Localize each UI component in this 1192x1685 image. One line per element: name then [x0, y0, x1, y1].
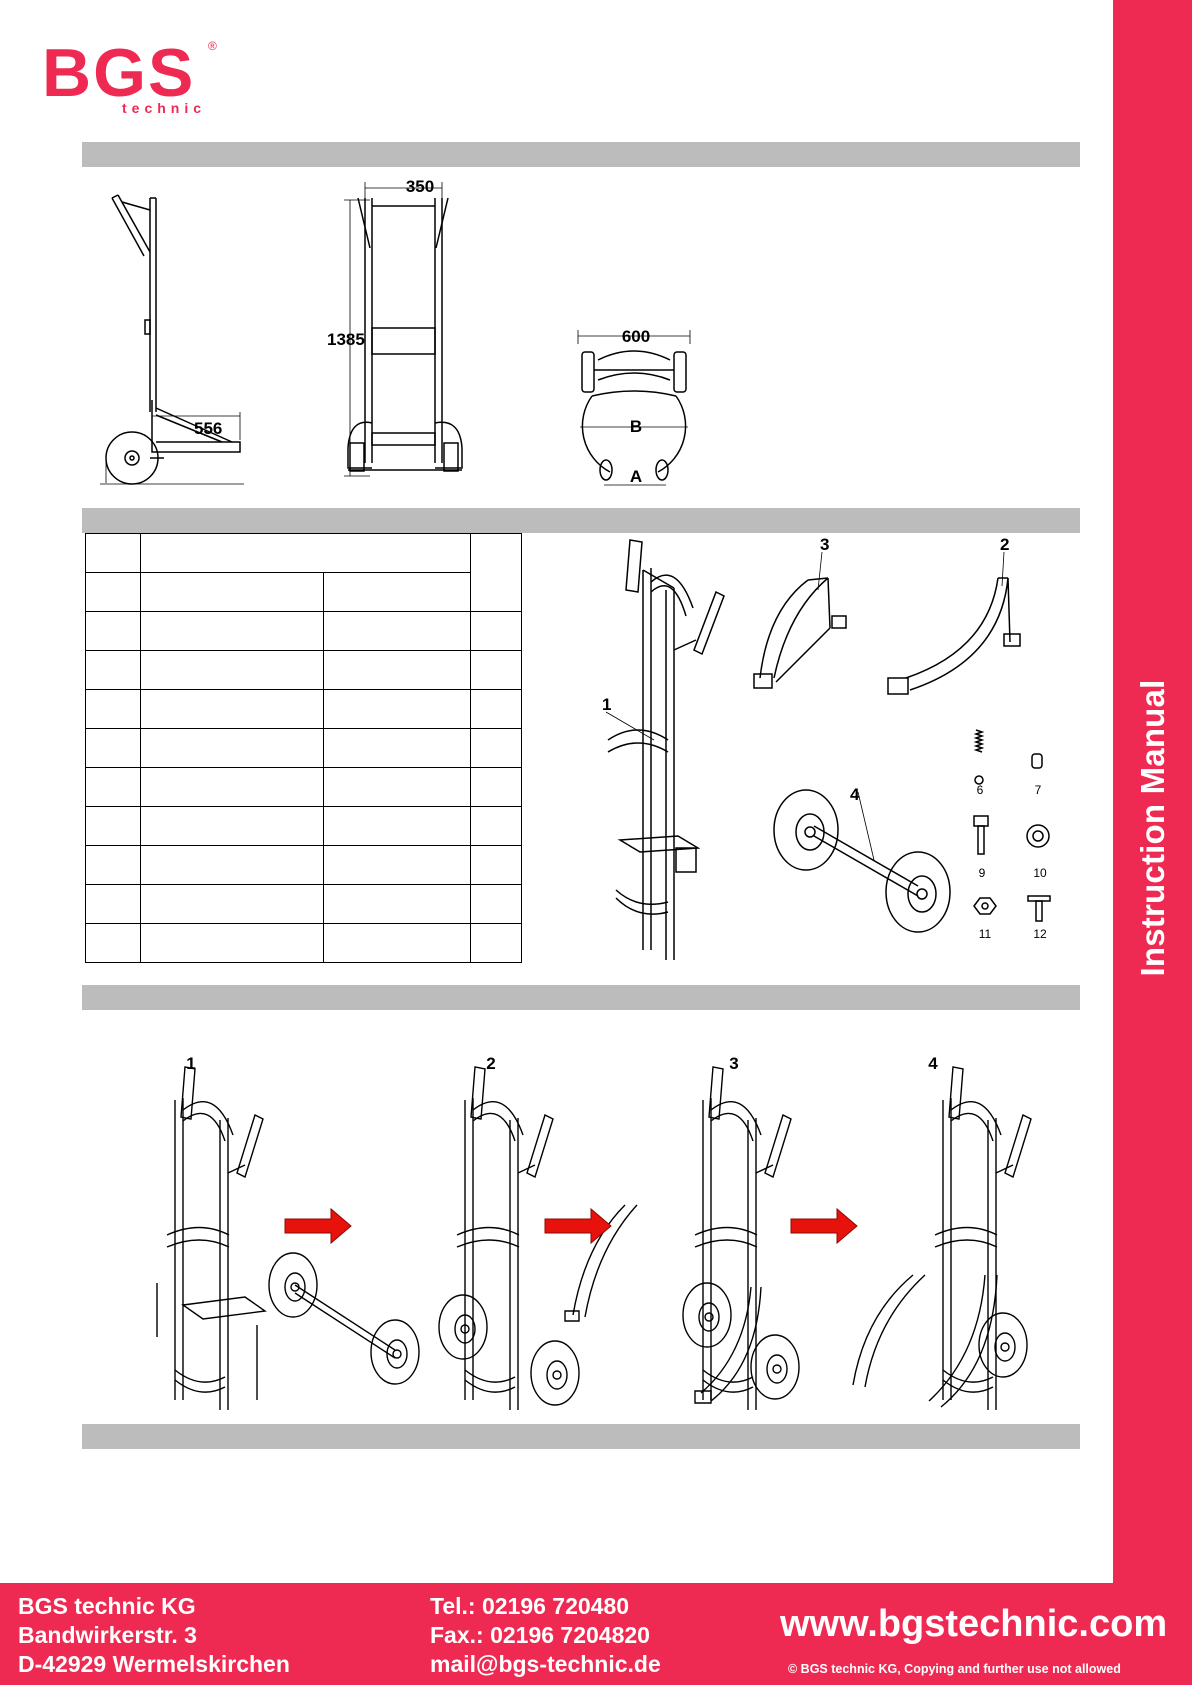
- section-bar-dimensions: [82, 142, 1080, 167]
- footer: [0, 1583, 1192, 1685]
- bgs-logo: BGS technic ®: [42, 36, 217, 116]
- dimension-label-b: B: [630, 417, 642, 436]
- section-bar-parts: [82, 508, 1080, 533]
- callout-3: 3: [820, 535, 829, 554]
- part-number-9: 9: [979, 866, 986, 880]
- sidebar-title: Instruction Manual: [1134, 679, 1171, 977]
- callout-1: 1: [602, 695, 611, 714]
- table-cell: [323, 572, 471, 612]
- footer-street: Bandwirkerstr. 3: [18, 1622, 197, 1648]
- footer-company: BGS technic KG: [18, 1593, 196, 1619]
- step-number-3: 3: [729, 1055, 738, 1073]
- table-row: [85, 923, 522, 963]
- part-number-12: 12: [1033, 927, 1047, 941]
- table-row: [85, 650, 522, 690]
- table-cell: [140, 533, 471, 573]
- table-row: [85, 845, 522, 885]
- parts-table: [85, 533, 522, 963]
- section-bar-assembly: [82, 985, 1080, 1010]
- table-row: [85, 689, 522, 729]
- footer-tel: Tel.: 02196 720480: [430, 1593, 630, 1619]
- dimension-wheel-track: 600: [622, 327, 650, 346]
- table-cell: [85, 533, 141, 573]
- step-number-4: 4: [928, 1055, 938, 1073]
- dimension-side-view: 556: [92, 190, 262, 490]
- dimension-height: 1385: [327, 330, 365, 349]
- part-number-6: 6: [977, 783, 984, 797]
- table-row: [85, 728, 522, 768]
- right-arrow-icon: [285, 1209, 351, 1243]
- exploded-parts-view: 1 2 3 4 6 7 9 10 11 12: [602, 535, 1078, 970]
- step-number-2: 2: [486, 1055, 495, 1073]
- table-row: [85, 806, 522, 846]
- footer-website-link[interactable]: www.bgstechnic.com: [780, 1603, 1168, 1645]
- footer-copyright: © BGS technic KG, Copying and further us…: [788, 1662, 1121, 1676]
- section-bar-notes: [82, 1424, 1080, 1449]
- table-cell: [470, 533, 522, 612]
- right-arrow-icon: [545, 1209, 611, 1243]
- logo-registered: ®: [208, 39, 217, 53]
- callout-4: 4: [850, 785, 860, 804]
- table-row: [85, 611, 522, 651]
- right-arrow-icon: [791, 1209, 857, 1243]
- assembly-steps: 1 2 3 4: [145, 1055, 1032, 1410]
- dimension-top-view: 600 B A: [570, 327, 700, 486]
- table-header-row: [85, 533, 522, 612]
- dimension-front-view: 350 1385: [327, 178, 510, 490]
- table-row: [85, 767, 522, 807]
- table-row: [85, 884, 522, 924]
- logo-sub: technic: [122, 100, 206, 116]
- table-cell: [140, 572, 324, 612]
- logo-text: BGS: [42, 36, 195, 111]
- part-number-10: 10: [1033, 866, 1047, 880]
- callout-2: 2: [1000, 535, 1009, 554]
- dimension-width: 350: [406, 178, 434, 196]
- table-cell: [85, 572, 141, 612]
- dimension-label-a: A: [630, 467, 642, 486]
- sidebar-band: Instruction Manual: [1113, 0, 1192, 1583]
- footer-mail[interactable]: mail@bgs-technic.de: [430, 1651, 661, 1677]
- part-number-11: 11: [979, 927, 992, 941]
- footer-city: D-42929 Wermelskirchen: [18, 1651, 290, 1677]
- dimension-depth: 556: [194, 419, 222, 438]
- step-number-1: 1: [186, 1055, 195, 1073]
- footer-fax: Fax.: 02196 7204820: [430, 1622, 650, 1648]
- table-header-row: [85, 572, 522, 612]
- part-number-7: 7: [1035, 783, 1042, 797]
